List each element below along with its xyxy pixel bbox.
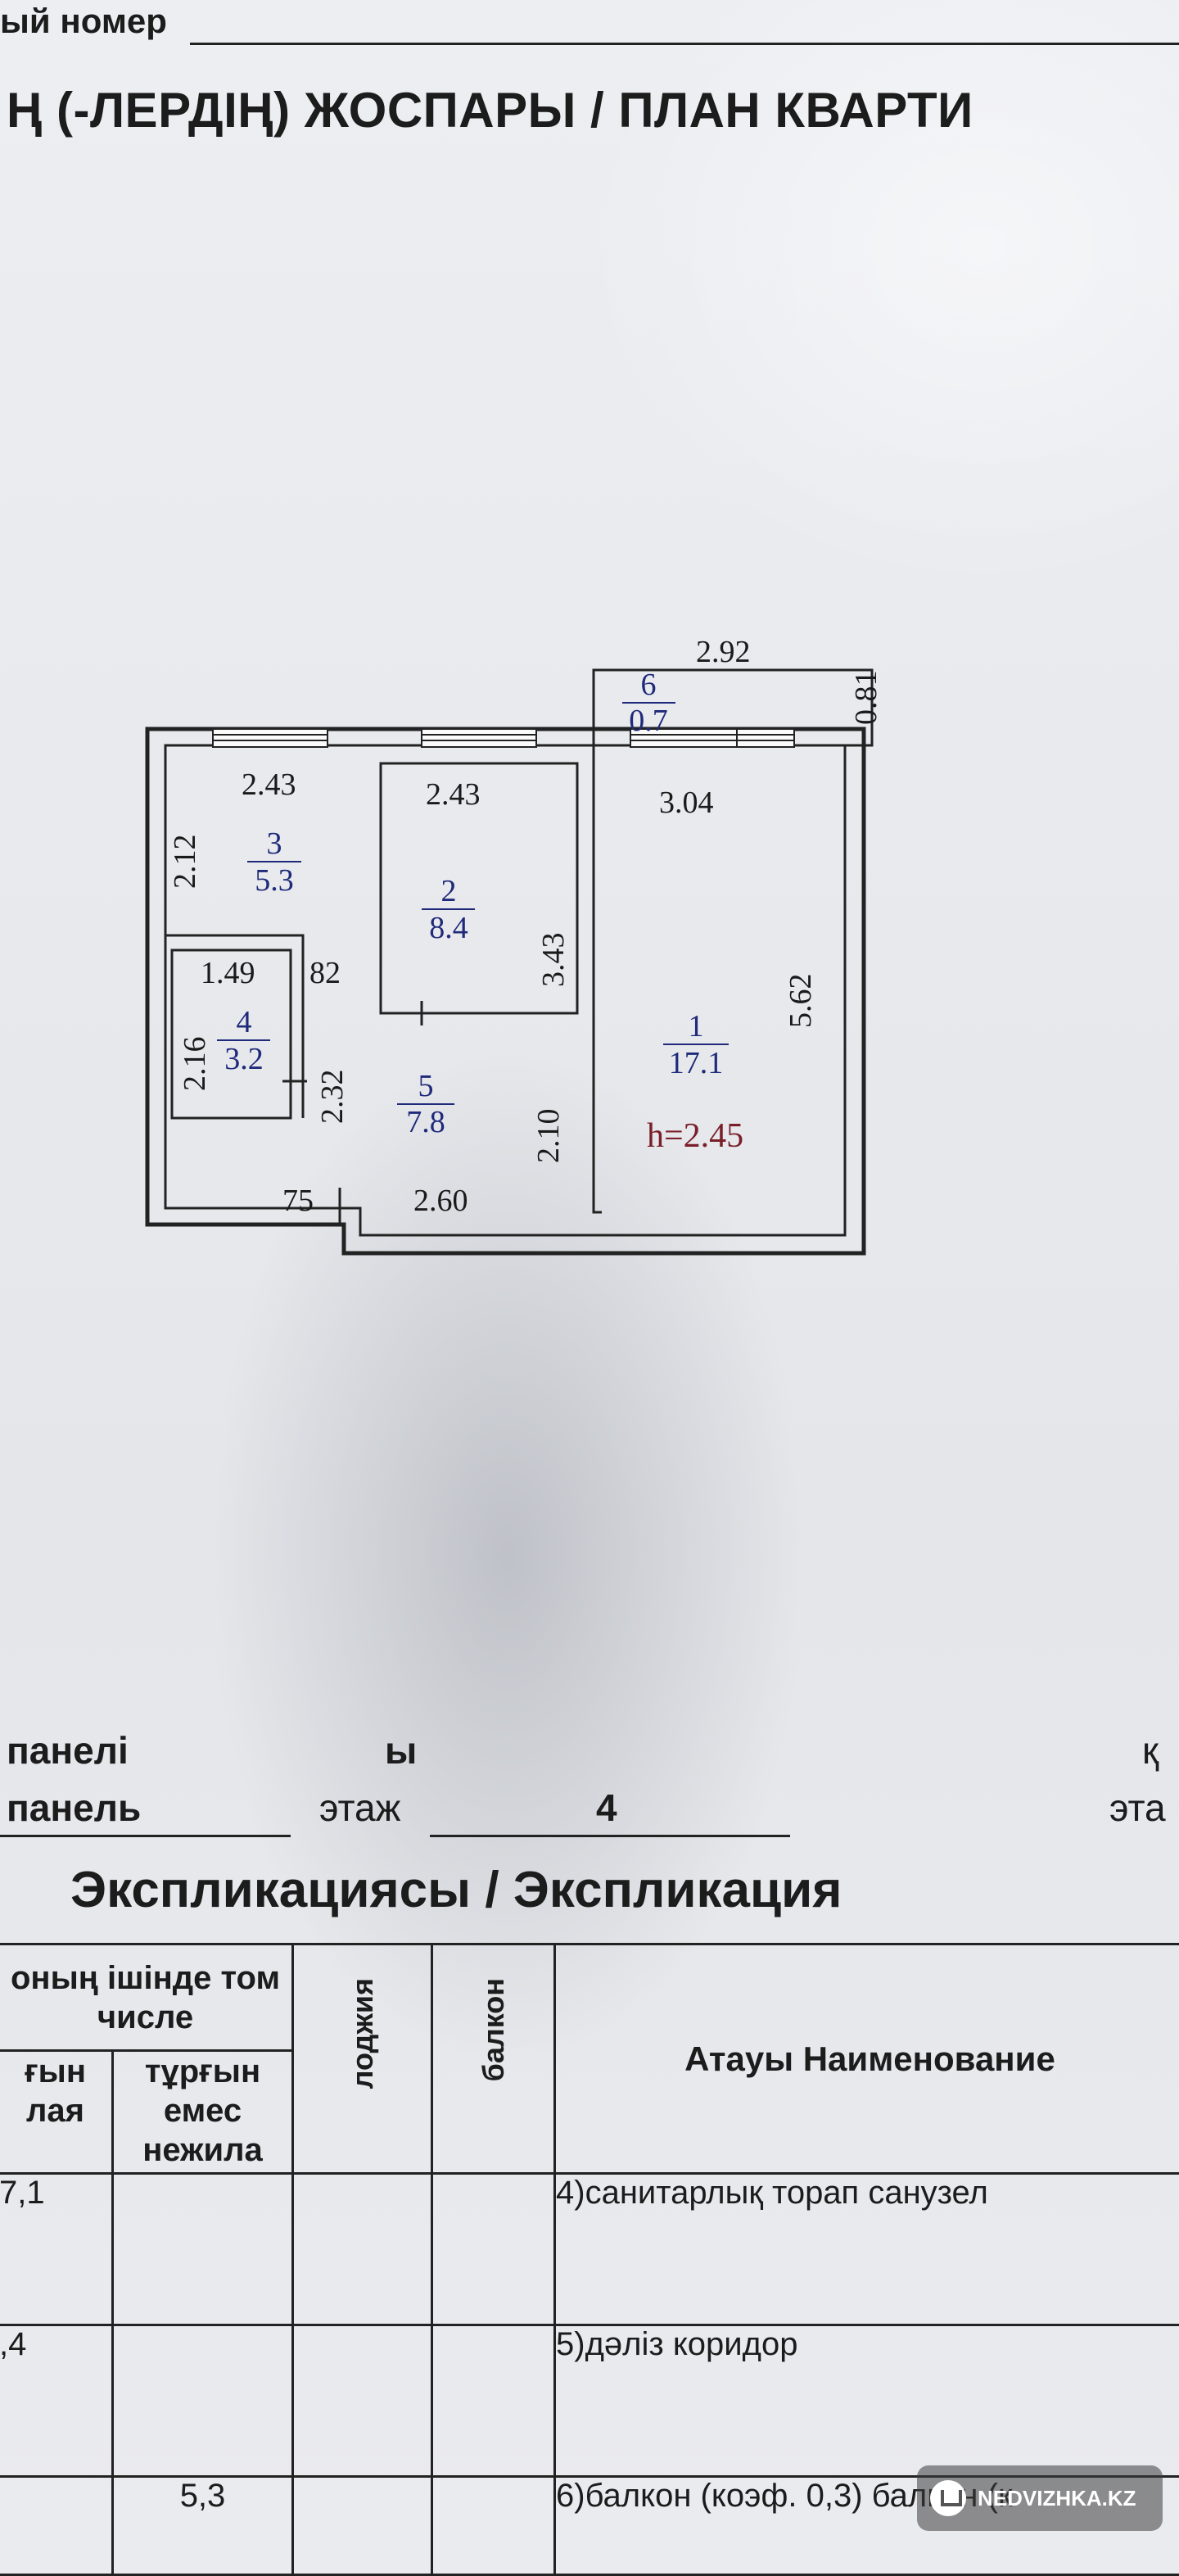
room-label-1: 1 17.1: [663, 1009, 729, 1080]
svg-text:3.2: 3.2: [224, 1042, 264, 1076]
watermark-badge: NEDVIZHKA.KZ: [917, 2465, 1163, 2531]
table-row: ,4 5)дәліз коридор: [0, 2325, 1179, 2477]
room-label-5: 5 7.8: [397, 1069, 454, 1139]
svg-text:6: 6: [641, 668, 657, 702]
window-room3: [213, 729, 328, 747]
svg-text:4: 4: [237, 1005, 252, 1039]
header-balcony: балкон: [432, 1944, 555, 2174]
dim-room2-height: 3.43: [536, 933, 571, 988]
floor-value: 4: [596, 1786, 617, 1830]
dim-room4-gap: 82: [309, 956, 341, 990]
cell-nonliving-area: [113, 2325, 293, 2477]
dim-room1-width: 3.04: [659, 785, 714, 820]
svg-text:2: 2: [441, 874, 457, 908]
room-label-6: 6 0.7: [622, 668, 675, 738]
explication-title: Экспликациясы / Экспликация: [70, 1861, 842, 1919]
cell-living-area: ,4: [0, 2325, 113, 2477]
floors-label-kz: қ: [1142, 1728, 1159, 1772]
header-nonliving: тұрғын емес нежила: [113, 2051, 293, 2174]
registry-number-label: ый номер: [0, 2, 167, 41]
cell-living-area: [0, 2477, 113, 2575]
room-label-2: 2 8.4: [422, 874, 475, 945]
header-loggia: лоджия: [293, 1944, 432, 2174]
header-living: ғын лая: [0, 2051, 113, 2174]
dim-balcony-width: 2.92: [696, 635, 751, 669]
watermark-text: NEDVIZHKA.KZ: [978, 2486, 1136, 2511]
svg-text:7.8: 7.8: [406, 1105, 445, 1139]
room-label-3: 3 5.3: [247, 826, 301, 898]
cell-room-name: 4)санитарлық торап санузел: [555, 2174, 1179, 2325]
svg-text:1: 1: [689, 1009, 704, 1044]
wall-material-kz: панелі: [7, 1728, 129, 1772]
cell-loggia: [293, 2325, 432, 2477]
room-label-4: 4 3.2: [217, 1005, 270, 1076]
dim-door: 75: [282, 1184, 314, 1218]
svg-text:5: 5: [418, 1069, 434, 1103]
wall-material-ru: панель: [7, 1786, 141, 1830]
cell-living-area: 7,1: [0, 2174, 113, 2325]
house-icon: [930, 2480, 966, 2516]
dim-corridor-width: 2.60: [413, 1184, 468, 1218]
dim-balcony-depth: 0.81: [849, 671, 883, 726]
floor-line: [430, 1835, 790, 1837]
cell-nonliving-area: 5,3: [113, 2477, 293, 2575]
inner-wall: [165, 745, 845, 1235]
cell-loggia: [293, 2174, 432, 2325]
table-row: 7,1 4)санитарлық торап санузел: [0, 2174, 1179, 2325]
floor-label-kz: ы: [385, 1728, 417, 1772]
window-room2: [422, 729, 536, 747]
cell-nonliving-area: [113, 2174, 293, 2325]
dim-room3-width: 2.43: [242, 767, 296, 802]
ceiling-height: h=2.45: [647, 1117, 743, 1155]
plan-title: Ң (-ЛЕРДІҢ) ЖОСПАРЫ / ПЛАН КВАРТИ: [7, 82, 973, 138]
floors-label-ru: эта: [1109, 1786, 1166, 1830]
dim-room4-height: 2.16: [178, 1037, 212, 1092]
dim-corridor-height: 2.32: [315, 1070, 350, 1125]
cell-balcony: [432, 2325, 555, 2477]
svg-text:3: 3: [267, 826, 282, 861]
svg-text:8.4: 8.4: [429, 911, 468, 945]
header-name: Атауы Наименование: [555, 1944, 1179, 2174]
registry-number-line: [190, 43, 1179, 45]
svg-text:17.1: 17.1: [669, 1046, 724, 1080]
floor-label-ru: этаж: [319, 1786, 400, 1830]
dim-room2-width: 2.43: [426, 777, 481, 812]
dim-room3-height: 2.12: [168, 835, 202, 890]
partition-room1: [594, 745, 602, 1212]
cell-room-name: 5)дәліз коридор: [555, 2325, 1179, 2477]
cell-loggia: [293, 2477, 432, 2575]
outer-wall: [147, 729, 864, 1253]
cell-balcony: [432, 2174, 555, 2325]
svg-text:0.7: 0.7: [629, 704, 668, 738]
dim-corridor-width2: 2.10: [531, 1109, 566, 1164]
wall-material-line: [0, 1835, 291, 1837]
cell-balcony: [432, 2477, 555, 2575]
svg-text:5.3: 5.3: [255, 863, 294, 898]
floor-plan: 2.92 0.81 2.43 2.12 2.43 3.43 3.04 5.62 …: [131, 622, 884, 1278]
dim-room4-width: 1.49: [201, 956, 255, 990]
header-including: оның ішінде том числе: [0, 1944, 293, 2051]
dim-room1-height: 5.62: [784, 974, 818, 1029]
